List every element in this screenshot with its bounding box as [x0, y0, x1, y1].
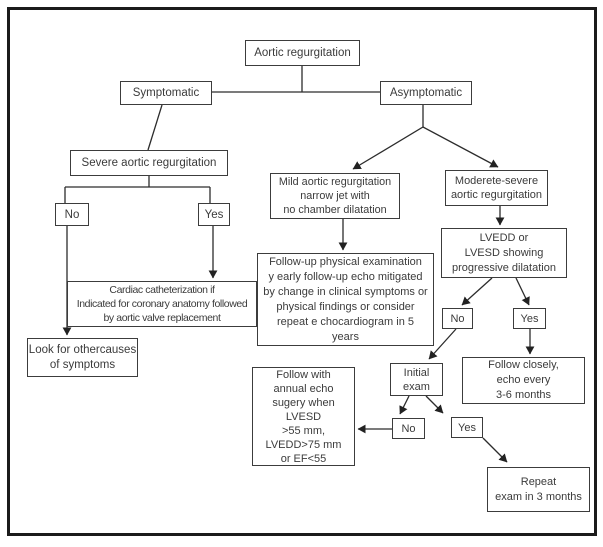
node-yes-initial-exam-branch: Yes: [451, 417, 483, 438]
node-no-lvedd-branch: No: [442, 308, 473, 329]
node-yes-lvedd-branch: Yes: [513, 308, 546, 329]
node-no-initial-exam-branch: No: [392, 418, 425, 439]
connector-initial-yes3: [425, 395, 444, 414]
connector-asymptomatic-mild: [352, 126, 424, 170]
node-mild-aortic-regurgitation: Mild aortic regurgitation narrow jet wit…: [270, 173, 400, 219]
node-follow-closely-echo: Follow closely, echo every 3-6 months: [462, 357, 585, 404]
connector-no2-initial: [428, 328, 457, 360]
node-look-for-other-causes: Look for othercauses of symptoms: [27, 338, 138, 377]
connector-yes3-repeat: [482, 437, 508, 463]
node-initial-exam: Initial exam: [390, 363, 443, 396]
node-asymptomatic: Asymptomatic: [380, 81, 472, 105]
node-yes-severe-branch: Yes: [198, 203, 230, 226]
connector-lvedd-yes2: [515, 277, 530, 306]
node-lvedd-lvesd-progressive-dilatation: LVEDD or LVESD showing progressive dilat…: [441, 228, 567, 278]
node-repeat-exam-3-months: Repeat exam in 3 months: [487, 467, 590, 512]
node-followup-physical-examination: Follow-up physical examination y early f…: [257, 253, 434, 346]
node-severe-aortic-regurgitation: Severe aortic regurgitation: [70, 150, 228, 176]
connector-initial-no3: [399, 395, 410, 415]
node-no-severe-branch: No: [55, 203, 89, 226]
node-symptomatic: Symptomatic: [120, 81, 212, 105]
node-aortic-regurgitation: Aortic regurgitation: [245, 40, 360, 66]
connector-asymptomatic-moderate: [422, 126, 499, 168]
node-moderate-severe-aortic-regurgitation: Moderete-severe aortic regurgitation: [445, 170, 548, 206]
connector-lvedd-no2: [461, 277, 493, 306]
connector-symptomatic-severe: [147, 104, 163, 151]
node-cardiac-catheterization: Cardiac catheterization if Indicated for…: [67, 281, 257, 327]
outer-border: [7, 7, 597, 536]
node-follow-annual-echo-surgery: Follow with annual echo sugery when LVES…: [252, 367, 355, 466]
